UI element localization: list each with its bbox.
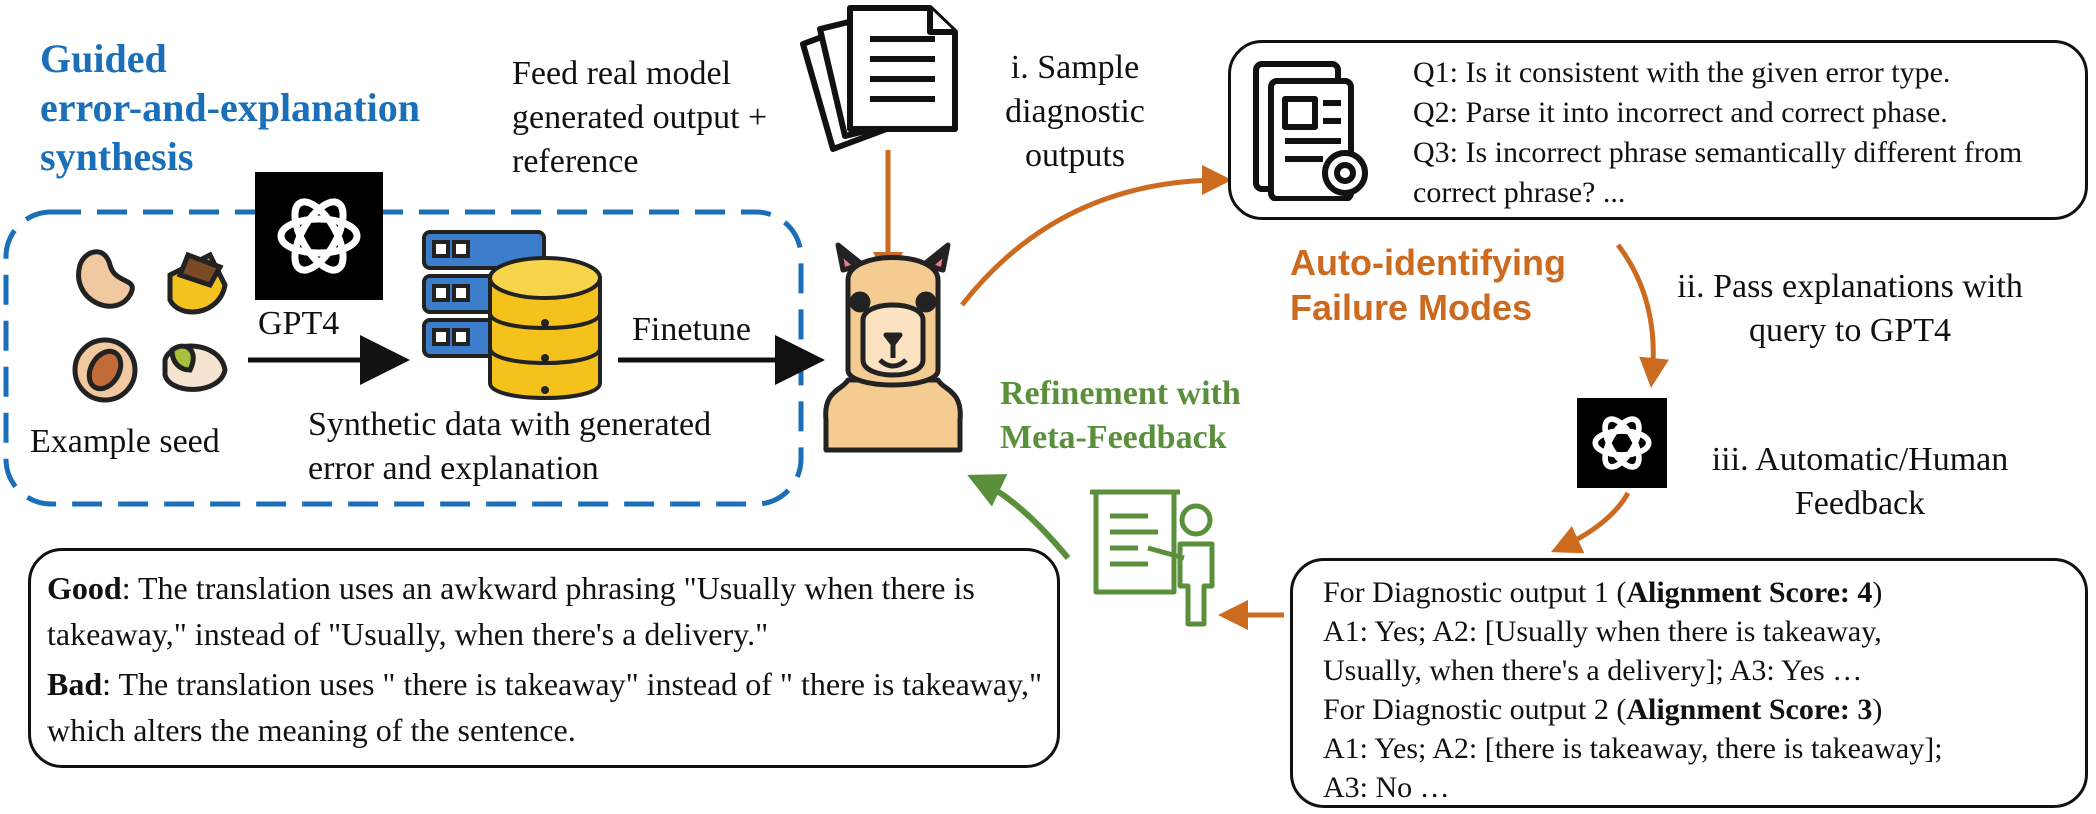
sample-line: outputs: [1024, 137, 1126, 175]
gpt-logo-icon: [1577, 398, 1667, 488]
bad-text: : The translation uses " there is takeaw…: [47, 666, 1043, 748]
sample-text: i. Sample diagnostic outputs: [975, 46, 1175, 179]
llama-icon: [818, 240, 968, 455]
pass-text: ii. Pass explanations with query to GPT4: [1640, 265, 2060, 353]
feed-line: reference: [512, 143, 639, 181]
bad-explanation: Bad: The translation uses " there is tak…: [47, 661, 1047, 753]
d2-score: Alignment Score: 3: [1626, 693, 1873, 726]
good-text: : The translation uses an awkward phrasi…: [47, 570, 975, 652]
feed-line: Feed real model: [512, 55, 732, 92]
synthetic-data-label: Synthetic data with generated error and …: [308, 403, 711, 491]
gpt-to-score-arrow: [1550, 491, 1631, 554]
database-icon: [420, 228, 605, 403]
query-line: Q2: Parse it into incorrect and correct …: [1413, 96, 1948, 129]
feedback-text: iii. Automatic/Human Feedback: [1680, 438, 2040, 526]
query-to-gpt-arrow: [1616, 243, 1669, 388]
d2-suffix: ): [1872, 693, 1883, 726]
refine-title-line: Meta-Feedback: [1000, 419, 1227, 457]
title-line: synthesis: [40, 134, 194, 180]
d2-body-line: A3: No …: [1323, 771, 1450, 804]
auto-title-line: Auto-identifying: [1290, 242, 1566, 283]
sample-line: i. Sample: [1010, 49, 1140, 86]
diagnostic-1-header: For Diagnostic output 1 (Alignment Score…: [1323, 573, 1943, 612]
refinement-arrow: [967, 474, 1071, 560]
pass-line: ii. Pass explanations with: [1677, 268, 2023, 305]
llama-to-query-arrow: [960, 165, 1232, 307]
d1-prefix: For Diagnostic output 1 (: [1323, 576, 1627, 609]
documents-icon: [800, 4, 960, 154]
query-text: Q1: Is it consistent with the given erro…: [1413, 53, 2022, 213]
auto-identifying-title: Auto-identifying Failure Modes: [1290, 240, 1566, 330]
synthetic-line: Synthetic data with generated: [308, 406, 712, 443]
feedback-line: iii. Automatic/Human: [1711, 441, 2009, 478]
query-line: Q3: Is incorrect phrase semantically dif…: [1413, 136, 2023, 169]
refine-title-line: Refinement with: [1000, 375, 1241, 412]
d1-body-line: A1: Yes; A2: [Usually when there is take…: [1323, 615, 1882, 648]
score-box: For Diagnostic output 1 (Alignment Score…: [1290, 558, 2088, 808]
query-line: correct phrase? ...: [1413, 176, 1626, 209]
report-gear-icon: [1253, 61, 1371, 201]
explanation-box: Good: The translation uses an awkward ph…: [28, 548, 1060, 768]
seeds-icon: [60, 245, 240, 405]
feedback-line: Feedback: [1794, 485, 1926, 523]
feed-text: Feed real model generated output + refer…: [512, 52, 767, 185]
bad-label: Bad: [47, 666, 103, 702]
good-explanation: Good: The translation uses an awkward ph…: [47, 565, 1047, 657]
d2-prefix: For Diagnostic output 2 (: [1323, 693, 1627, 726]
query-box: Q1: Is it consistent with the given erro…: [1228, 40, 2088, 220]
example-seed-label: Example seed: [30, 423, 220, 460]
title-line: error-and-explanation: [40, 85, 420, 131]
explanation-text: Good: The translation uses an awkward ph…: [47, 565, 1047, 753]
good-label: Good: [47, 570, 122, 606]
title-line: Guided: [40, 36, 167, 81]
feed-line: generated output +: [512, 99, 768, 137]
gpt-logo-icon: [255, 172, 383, 300]
sample-line: diagnostic: [1005, 93, 1145, 131]
guided-synthesis-title: Guided error-and-explanation synthesis: [40, 34, 420, 182]
d1-score: Alignment Score: 4: [1626, 576, 1873, 609]
synthetic-line: error and explanation: [308, 450, 599, 488]
presentation-icon: [1088, 486, 1218, 628]
gpt4-label: GPT4: [258, 305, 340, 342]
diagnostic-2-header: For Diagnostic output 2 (Alignment Score…: [1323, 690, 1943, 729]
finetune-label: Finetune: [632, 311, 751, 348]
d2-body-line: A1: Yes; A2: [there is takeaway, there i…: [1323, 732, 1943, 765]
auto-title-line: Failure Modes: [1290, 287, 1533, 328]
d1-suffix: ): [1872, 576, 1883, 609]
pass-line: query to GPT4: [1748, 312, 1952, 350]
d1-body-line: Usually, when there's a delivery]; A3: Y…: [1323, 654, 1863, 687]
refinement-title: Refinement with Meta-Feedback: [1000, 372, 1241, 460]
score-text: For Diagnostic output 1 (Alignment Score…: [1323, 573, 1943, 807]
query-line: Q1: Is it consistent with the given erro…: [1413, 56, 1951, 89]
